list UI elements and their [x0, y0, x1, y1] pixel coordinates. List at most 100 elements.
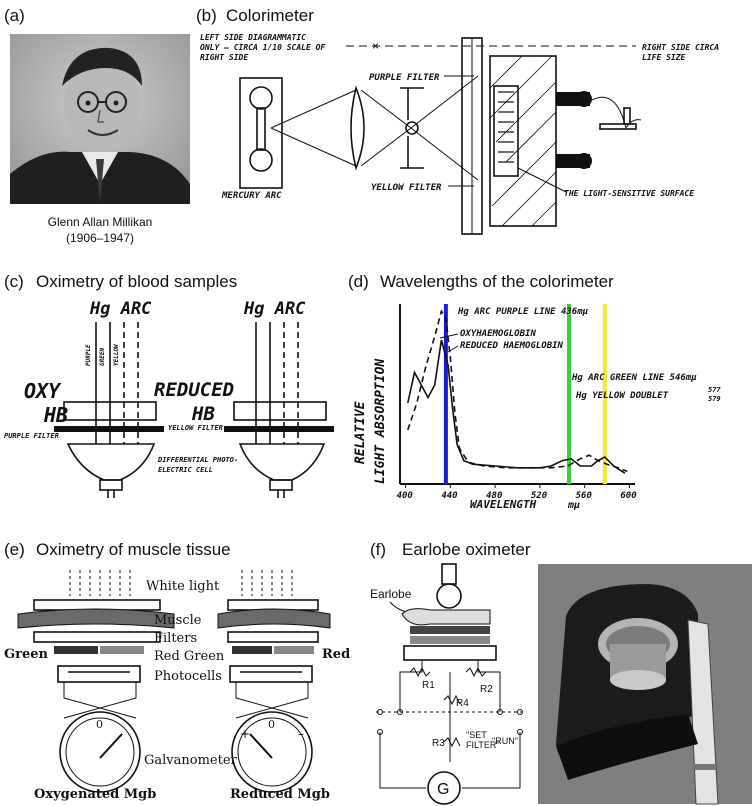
chart-xlabel: WAVELENGTH: [470, 498, 537, 511]
yellow-filter-label: YELLOW FILTER: [371, 183, 442, 193]
svg-text:×: ×: [372, 39, 379, 53]
chart-xunit: mμ: [567, 500, 580, 511]
hg-arc-right: Hg ARC: [243, 299, 306, 319]
earlobe-tissue: [401, 608, 491, 626]
light-surface-label: THE LIGHT-SENSITIVE SURFACE: [564, 189, 694, 198]
galv-right-plus: +: [240, 727, 250, 741]
photocell-right: [238, 443, 326, 481]
galvanometer-f: [427, 771, 461, 805]
panel-e-label: (e): [4, 540, 25, 559]
panel-a-label: (a): [4, 6, 25, 25]
hb-label-right: HB: [191, 403, 215, 425]
earlobe-oximeter-photo: [538, 564, 752, 805]
filter-green-right: [232, 646, 272, 654]
colorimeter-diagram: LEFT SIDE DIAGRAMMATIC ONLY – CIRCA 1/10…: [200, 33, 719, 235]
purple-filter-label: PURPLE FILTER: [369, 73, 440, 83]
muscle-sample-left: [17, 608, 175, 629]
absorption-chart: 400 440 480 520 560 600 RELATIVE LIGHT ABSORP…: [353, 304, 721, 511]
chart-ylabel-2: LIGHT ABSORPTION: [373, 359, 388, 484]
chart-xtick-label-4: 560: [576, 491, 593, 501]
filter-red-left: [100, 646, 144, 654]
muscle-holder-left-top: [33, 599, 161, 611]
note-left-2: ONLY – CIRCA 1/10 SCALE OF: [200, 43, 325, 52]
note-left-1: LEFT SIDE DIAGRAMMATIC: [200, 33, 306, 42]
portrait-caption-name: Glenn Allan Millikan: [47, 215, 153, 229]
muscle-sample-right: [217, 608, 331, 629]
galvanometer-f-label: G: [437, 781, 449, 798]
r3-label: R3: [432, 738, 445, 749]
photocell-left: [66, 443, 156, 481]
hb-label-left: HB: [43, 403, 68, 427]
portrait-caption-years: (1906–1947): [65, 231, 135, 245]
purple-filter-c: PURPLE FILTER: [4, 432, 59, 440]
resistor-r1: [409, 666, 431, 678]
filter-strip-left: [54, 426, 164, 432]
chart-xtick-label-3: 520: [531, 491, 548, 501]
muscle-oximetry-diagram: White light Muscle Filters Green Red Gre…: [4, 570, 350, 802]
lens-shape: [350, 85, 365, 171]
panel-c-title: Oximetry of blood samples: [36, 272, 238, 291]
beam-yellow-label: YELLOW: [113, 343, 120, 366]
reduced-sample-cuvette: [233, 401, 327, 421]
set-filter-label-2: FILTER": [466, 740, 500, 750]
galvanometer-label: Galvanometer: [144, 753, 238, 768]
hg-arc-left: Hg ARC: [89, 299, 152, 319]
chart-ticks: 400 440 480 520 560 600: [397, 484, 637, 501]
chart-axes: [399, 304, 635, 485]
panel-a: (a) Glenn Allan Millikan (1906–1947): [0, 0, 190, 250]
resistor-r3: [443, 736, 461, 748]
photocell-right-e: [229, 665, 313, 683]
note-left-3: RIGHT SIDE: [200, 53, 248, 62]
diff-cell-label-1: DIFFERENTIAL PHOTO-: [157, 456, 238, 464]
chart-xtick-label-0: 400: [397, 491, 414, 501]
reduced-label: REDUCED: [154, 379, 234, 401]
mercury-arc-label: MERCURY ARC: [221, 191, 282, 201]
filter-strip-right: [224, 426, 334, 432]
colorimeter-notes: LEFT SIDE DIAGRAMMATIC ONLY – CIRCA 1/10…: [200, 33, 719, 62]
earlobe-label: Earlobe: [370, 587, 412, 601]
lamp-icon: [436, 583, 462, 609]
annotation-yellow-577: 577: [708, 386, 721, 394]
photocells-label: Photocells: [154, 669, 222, 684]
oxy-label: OXY: [24, 379, 62, 403]
galv-left-zero: 0: [96, 718, 103, 731]
beam-purple-label: PURPLE: [85, 344, 92, 366]
chart-series-1: [407, 309, 628, 473]
legend-oxy: OXYHAEMOGLOBIN: [460, 329, 536, 339]
resistor-r4: [443, 694, 461, 706]
galvanometer-left: [59, 711, 141, 793]
annotation-yellow-579: 579: [708, 395, 721, 403]
chart-xtick-label-5: 600: [620, 491, 637, 501]
earlobe-circuit-diagram: Earlobe R1 R2 R4 R3 "SET FILTER" "RUN" G: [370, 563, 524, 805]
oxygenated-label: Oxygenated Mgb: [34, 787, 156, 802]
run-label: "RUN": [492, 736, 518, 746]
note-right-1: RIGHT SIDE CIRCA: [642, 43, 719, 52]
chart-xtick-label-2: 480: [486, 491, 503, 501]
beam-green-label: GREEN: [99, 348, 106, 366]
panel-f-title: Earlobe oximeter: [402, 540, 531, 559]
chart-vlines: [443, 304, 607, 484]
panel-d-title: Wavelengths of the colorimeter: [380, 272, 614, 291]
panel-e-title: Oximetry of muscle tissue: [36, 540, 231, 559]
diff-cell-label-2: ELECTRIC CELL: [158, 466, 213, 474]
photocell-left-e: [57, 665, 141, 683]
legend-reduced: REDUCED HAEMOGLOBIN: [460, 341, 564, 351]
photocell-f: [403, 645, 497, 661]
chart-series-0: [407, 339, 626, 474]
galvanometer-right: [231, 711, 313, 793]
r2-label: R2: [480, 684, 493, 695]
panel-b-title: Colorimeter: [226, 6, 314, 25]
red-green-label: Red Green: [154, 649, 225, 664]
panel-c-label: (c): [4, 272, 24, 291]
panel-f-label: (f): [370, 540, 387, 559]
chart-ylabel-1: RELATIVE: [353, 401, 368, 464]
annotation-green-line: Hg ARC GREEN LINE 546mμ: [571, 373, 697, 383]
green-label: Green: [4, 647, 48, 662]
r4-label: R4: [456, 698, 469, 709]
photocell-block: [489, 55, 557, 227]
galv-right-minus: –: [298, 727, 304, 741]
annotation-purple-line: Hg ARC PURPLE LINE 436mμ: [457, 307, 589, 317]
chart-xtick-label-1: 440: [441, 491, 458, 501]
blood-oximetry-diagram: Hg ARC Hg ARC PURPLE GREEN YELLOW OXY HB…: [4, 299, 334, 498]
chart-series: [407, 309, 628, 474]
